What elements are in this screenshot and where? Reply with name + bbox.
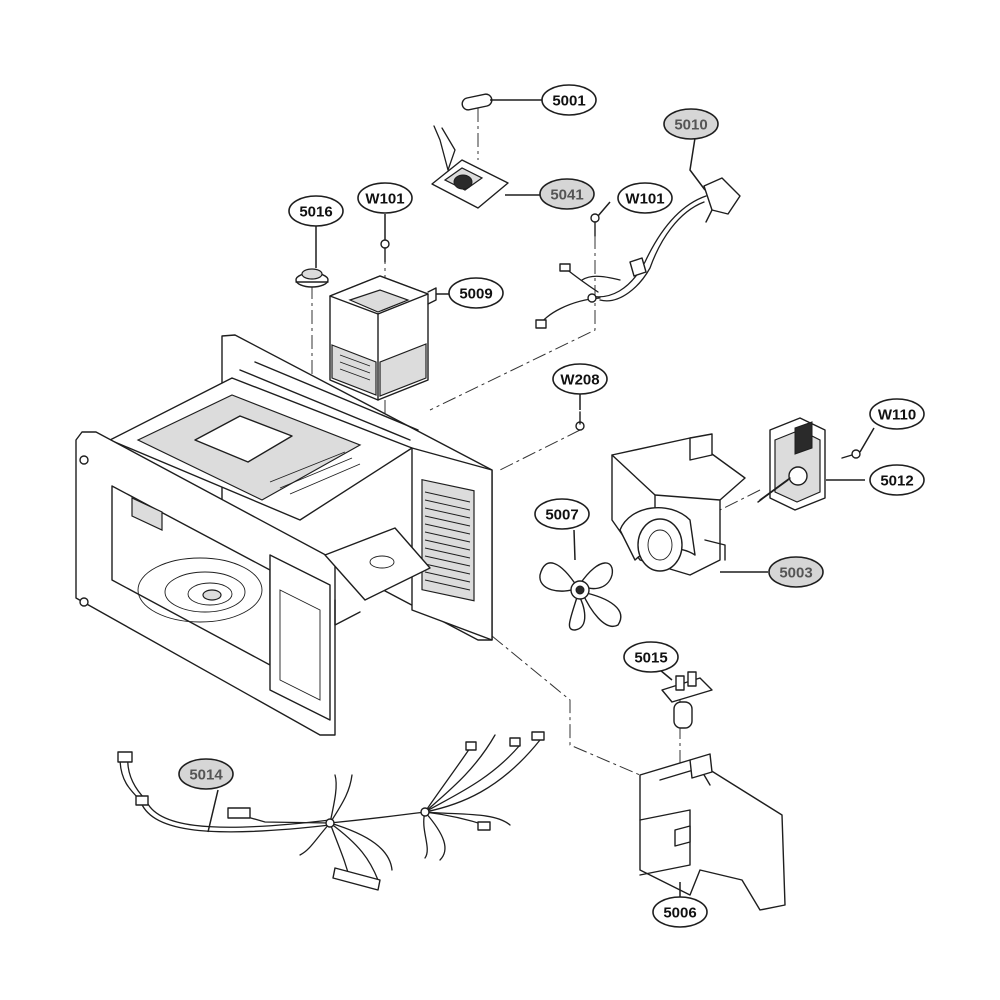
callout-5041: 5041 [539, 178, 595, 210]
callout-text: 5003 [779, 565, 812, 582]
callout-bubble [178, 758, 234, 790]
lamp-part [661, 671, 713, 729]
callout-text: 5014 [189, 767, 223, 784]
callout-bubble [869, 464, 925, 496]
callout-bubble [448, 277, 504, 309]
cabinet-assembly [75, 334, 493, 736]
callout-5015: 5015 [623, 641, 679, 673]
callout-w208: W208 [552, 363, 608, 395]
callout-text: W208 [560, 372, 599, 389]
power-cord-part [535, 177, 741, 329]
callout-bubble [623, 641, 679, 673]
callout-text: 5015 [634, 650, 667, 667]
motor-part [757, 417, 826, 511]
transformer-part [329, 275, 437, 401]
callout-text: 5007 [545, 507, 578, 524]
screw-w101-b [590, 213, 600, 237]
callout-5009: 5009 [448, 277, 504, 309]
fuse-part [461, 93, 493, 111]
callout-5012: 5012 [869, 464, 925, 496]
fan-bracket-part [611, 433, 746, 576]
noise-filter-board [431, 125, 509, 209]
callout-bubble [534, 498, 590, 530]
callout-text: W101 [625, 191, 664, 208]
leader-lines [207, 99, 875, 898]
screw-w208 [575, 411, 585, 431]
callout-bubble [539, 178, 595, 210]
callout-w110: W110 [869, 398, 925, 430]
callout-5001: 5001 [541, 84, 597, 116]
callout-text: 5006 [663, 905, 696, 922]
callout-text: W110 [878, 407, 916, 424]
callout-text: 5016 [299, 204, 332, 221]
callout-bubble [617, 182, 673, 214]
callout-text: 5009 [459, 286, 492, 303]
callout-text: 5012 [880, 473, 913, 490]
callout-text: 5001 [552, 93, 585, 110]
thermostat-part [295, 268, 329, 288]
callout-text: 5010 [674, 117, 707, 134]
screw-w101-a [380, 239, 390, 263]
callout-bubble [541, 84, 597, 116]
callout-w101a: W101 [357, 182, 413, 214]
callout-bubble [663, 108, 719, 140]
callout-5016: 5016 [288, 195, 344, 227]
callout-bubble [869, 398, 925, 430]
callout-text: W101 [365, 191, 404, 208]
callout-5006: 5006 [652, 896, 708, 928]
screw-w110 [841, 449, 861, 459]
callout-5014: 5014 [178, 758, 234, 790]
callout-bubble [357, 182, 413, 214]
callout-bubble [288, 195, 344, 227]
callout-w101b: W101 [617, 182, 673, 214]
callout-5003: 5003 [768, 556, 824, 588]
callout-5007: 5007 [534, 498, 590, 530]
callout-bubble [768, 556, 824, 588]
callout-5010: 5010 [663, 108, 719, 140]
callout-text: 5041 [550, 187, 583, 204]
air-guide-part [639, 753, 786, 911]
callout-bubble [652, 896, 708, 928]
wire-harness-part [117, 731, 545, 891]
callout-bubble [552, 363, 608, 395]
fan-blade-part [539, 562, 622, 631]
